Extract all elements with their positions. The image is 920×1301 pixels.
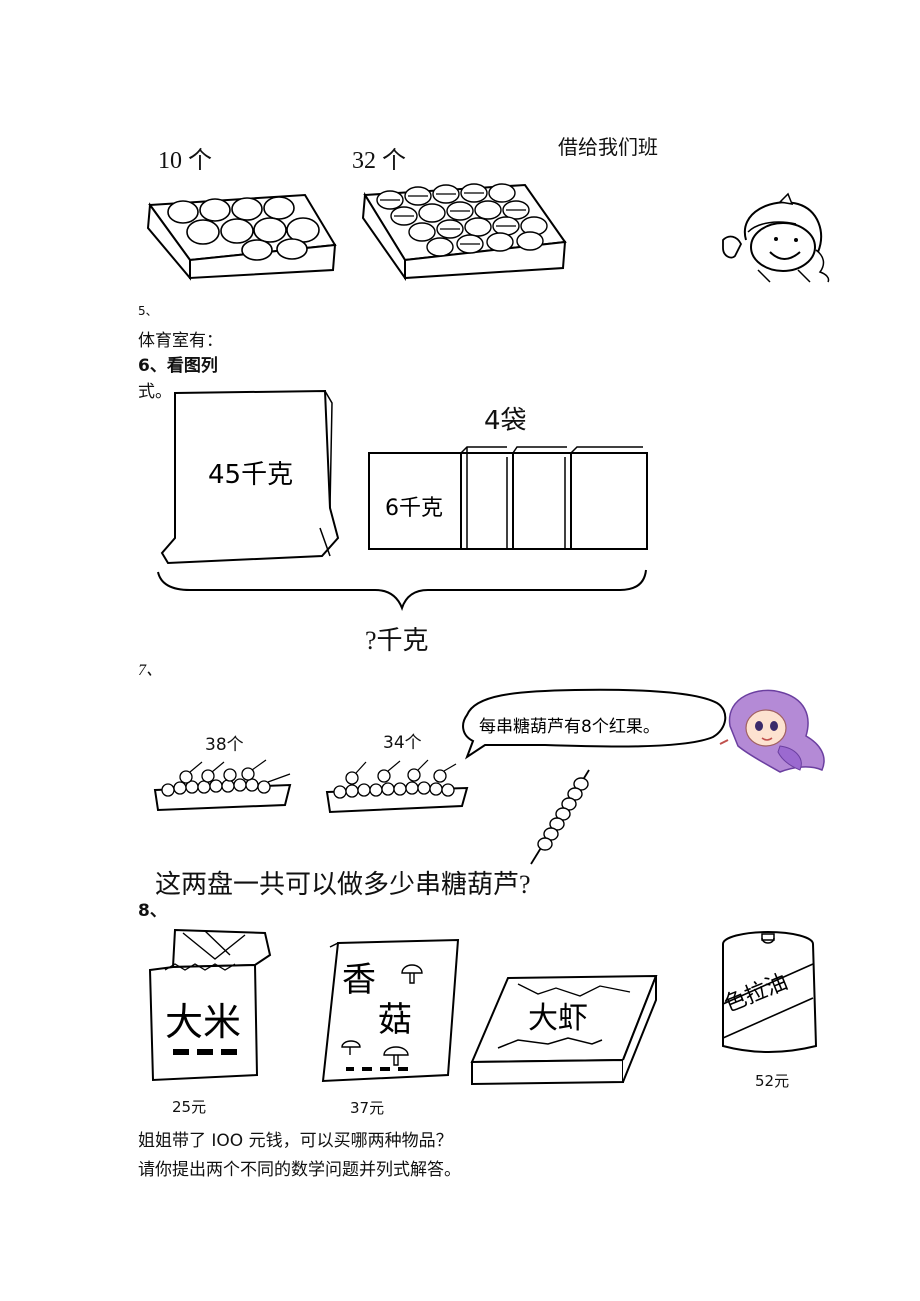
speech-bubble-text: 每串糖葫芦有8个红果。 xyxy=(479,717,660,737)
mushroom-label-bottom: 菇 xyxy=(378,1000,412,1040)
rice-label: 大米 xyxy=(165,1000,241,1044)
shrimp-box: 大虾 xyxy=(470,974,658,1086)
question-8-line2: 请你提出两个不同的数学问题并列式解答。 xyxy=(138,1160,461,1180)
question-heading-6: 6、看图列 xyxy=(138,356,218,376)
bags-count-label: 4袋 xyxy=(484,406,527,436)
mushroom-label-top: 香 xyxy=(342,960,376,1000)
plate2-count: 34个 xyxy=(383,733,422,753)
question-number-7: 7、 xyxy=(138,662,163,679)
mushroom-bag: 香 菇 xyxy=(321,938,460,1083)
oil-can: 色拉油 xyxy=(721,931,818,1053)
big-sack-weight: 45千克 xyxy=(208,460,293,490)
plate1-count: 38个 xyxy=(205,735,244,755)
total-brace xyxy=(157,569,647,611)
girl-illustration xyxy=(722,192,830,283)
small-sack-weight: 6千克 xyxy=(385,496,443,521)
question-heading-6-cont: 式。 xyxy=(138,382,172,402)
rice-price: 25元 xyxy=(172,1098,207,1116)
ball-box-10 xyxy=(146,193,337,281)
gym-prompt: 体育室有： xyxy=(138,331,223,351)
girl-speech-text: 借给我们班 xyxy=(558,137,658,159)
fairy-character xyxy=(719,689,825,773)
question-7-text: 这两盘一共可以做多少串糖葫芦? xyxy=(155,870,531,899)
mushroom-price: 37元 xyxy=(350,1099,385,1117)
rice-bag: 大米 xyxy=(148,928,272,1082)
shrimp-label: 大虾 xyxy=(528,1001,588,1036)
box2-count-label: 32 个 xyxy=(352,148,406,174)
hawthorn-plate-34 xyxy=(325,759,469,814)
ball-box-32 xyxy=(361,183,567,282)
hawthorn-plate-38 xyxy=(153,759,292,812)
question-8-line1: 姐姐带了 IOO 元钱，可以买哪两种物品？ xyxy=(138,1131,453,1151)
oil-price: 52元 xyxy=(755,1072,790,1090)
single-hawthorn-skewer xyxy=(530,769,590,865)
question-number-5: 5、 xyxy=(138,304,158,318)
box1-count-label: 10 个 xyxy=(158,148,212,174)
speech-bubble: 每串糖葫芦有8个红果。 xyxy=(462,688,727,760)
question-number-8: 8、 xyxy=(138,901,167,921)
total-weight-label: ?千克 xyxy=(365,626,429,655)
small-sacks-row: 6千克 xyxy=(368,446,648,550)
big-rice-sack: 45千克 xyxy=(160,389,340,565)
